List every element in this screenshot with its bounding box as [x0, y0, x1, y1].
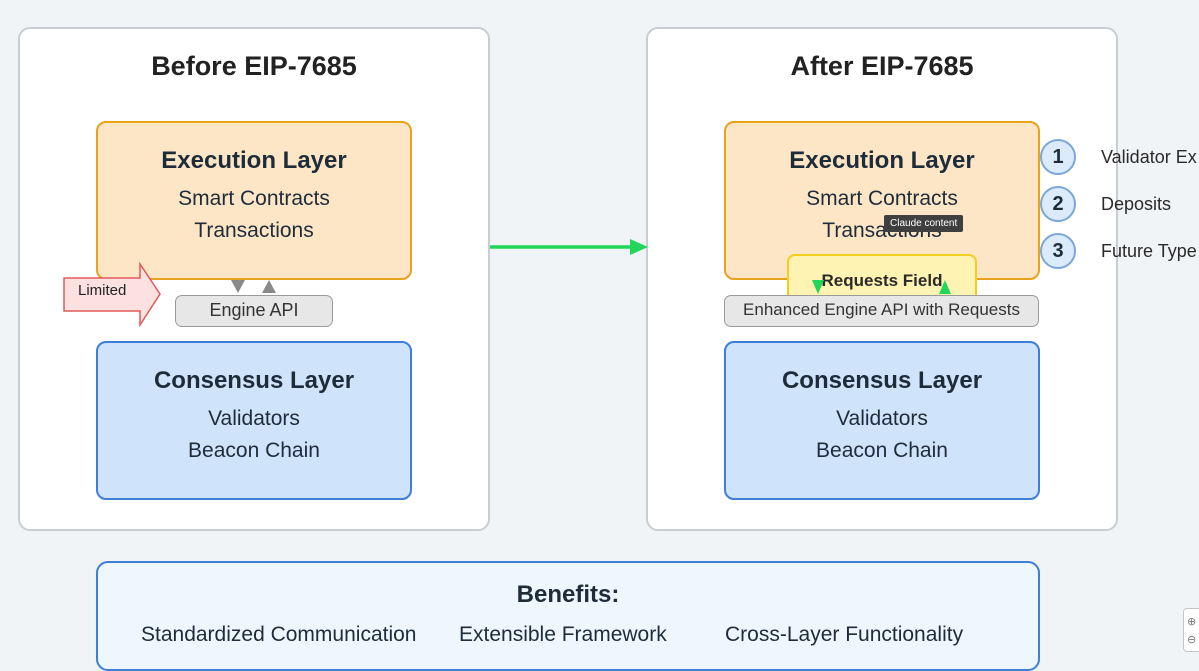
benefit-item: Extensible Framework [459, 623, 667, 646]
before-execution-line1: Smart Contracts [178, 187, 330, 210]
zoom-out-icon[interactable]: ⊖ [1187, 634, 1197, 646]
before-title: Before EIP-7685 [151, 51, 357, 81]
before-execution-layer: Execution Layer Smart Contracts Transact… [96, 121, 412, 280]
after-execution-line1: Smart Contracts [806, 187, 958, 210]
benefit-item: Standardized Communication [141, 623, 417, 646]
before-consensus-line1: Validators [208, 407, 300, 430]
zoom-controls[interactable]: ⊕ ⊖ [1183, 608, 1199, 652]
before-consensus-layer: Consensus Layer Validators Beacon Chain [96, 341, 412, 500]
diagram-arrows [63, 239, 951, 328]
benefit-item: Cross-Layer Functionality [725, 623, 964, 646]
limited-label: Limited [78, 282, 127, 299]
after-execution-layer: Execution Layer Smart Contracts Transact… [724, 121, 1040, 280]
down-arrow-icon [231, 280, 245, 293]
before-consensus-title: Consensus Layer [153, 367, 355, 394]
limited-arrow-icon [63, 261, 161, 328]
benefits-box: Benefits: Standardized Communication Ext… [96, 561, 1040, 671]
before-execution-line2: Transactions [194, 219, 314, 242]
before-engine-api: Engine API [175, 295, 333, 327]
request-type-badge: 1 [1040, 139, 1076, 175]
before-consensus-line2: Beacon Chain [188, 439, 320, 462]
after-execution-title: Execution Layer [789, 147, 975, 174]
enhanced-engine-api: Enhanced Engine API with Requests [724, 295, 1039, 327]
before-execution-title: Execution Layer [161, 147, 347, 174]
up-arrow-icon [939, 280, 951, 294]
benefits-title: Benefits: [516, 581, 620, 608]
after-consensus-line1: Validators [836, 407, 928, 430]
transition-arrow-icon [630, 239, 648, 255]
after-consensus-layer: Consensus Layer Validators Beacon Chain [724, 341, 1040, 500]
after-consensus-line2: Beacon Chain [816, 439, 948, 462]
request-type-label: Future Type [1101, 241, 1197, 261]
request-type-badge: 3 [1040, 233, 1076, 269]
up-arrow-icon [262, 280, 276, 293]
request-type-label: Deposits [1101, 194, 1172, 214]
after-title: After EIP-7685 [790, 51, 974, 81]
zoom-in-icon[interactable]: ⊕ [1187, 616, 1197, 628]
request-type-badge: 2 [1040, 186, 1076, 222]
tooltip: Claude content [884, 215, 964, 232]
down-arrow-icon [812, 280, 824, 294]
request-type-label: Validator Ex [1101, 147, 1197, 167]
after-consensus-title: Consensus Layer [781, 367, 983, 394]
